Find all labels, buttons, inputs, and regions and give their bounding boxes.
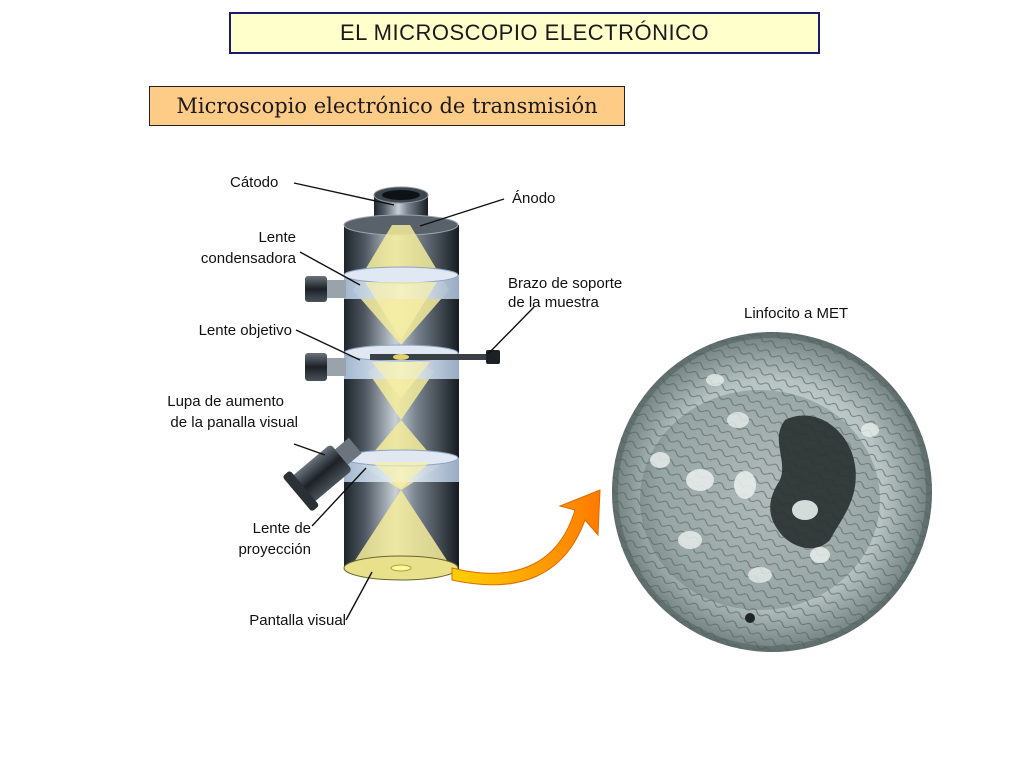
label-brazo-2: de la muestra — [508, 294, 600, 311]
label-anodo: Ánodo — [512, 190, 555, 207]
leader-lines — [293, 182, 535, 621]
magnifier-eyepiece — [283, 437, 362, 511]
label-lente-condensadora-1: Lente — [258, 229, 296, 246]
objective-knob — [305, 353, 346, 381]
label-linfocito: Linfocito a MET — [744, 305, 848, 322]
microscope — [283, 186, 500, 581]
label-proyeccion-1: Lente de — [253, 520, 311, 537]
label-lente-condensadora-2: condensadora — [201, 250, 297, 267]
label-brazo-1: Brazo de soporte — [508, 275, 622, 292]
page-title: EL MICROSCOPIO ELECTRÓNICO — [229, 12, 820, 54]
label-proyeccion-2: proyección — [238, 541, 311, 558]
nucleus — [770, 415, 856, 549]
label-catodo: Cátodo — [230, 174, 278, 191]
condenser-knob — [305, 276, 346, 302]
specimen-holder-arm — [370, 350, 500, 364]
label-pantalla: Pantalla visual — [249, 612, 346, 629]
lymphocyte-tem-image — [612, 332, 932, 652]
label-lente-objetivo: Lente objetivo — [199, 322, 292, 339]
page-subtitle: Microscopio electrónico de transmisión — [149, 86, 625, 126]
label-lupa-2: de la panalla visual — [170, 414, 298, 431]
electron-beam-bottom — [352, 490, 450, 565]
curved-arrow — [451, 489, 601, 586]
top-tube-opening — [382, 190, 420, 200]
label-lupa-1: Lupa de aumento — [167, 393, 284, 410]
